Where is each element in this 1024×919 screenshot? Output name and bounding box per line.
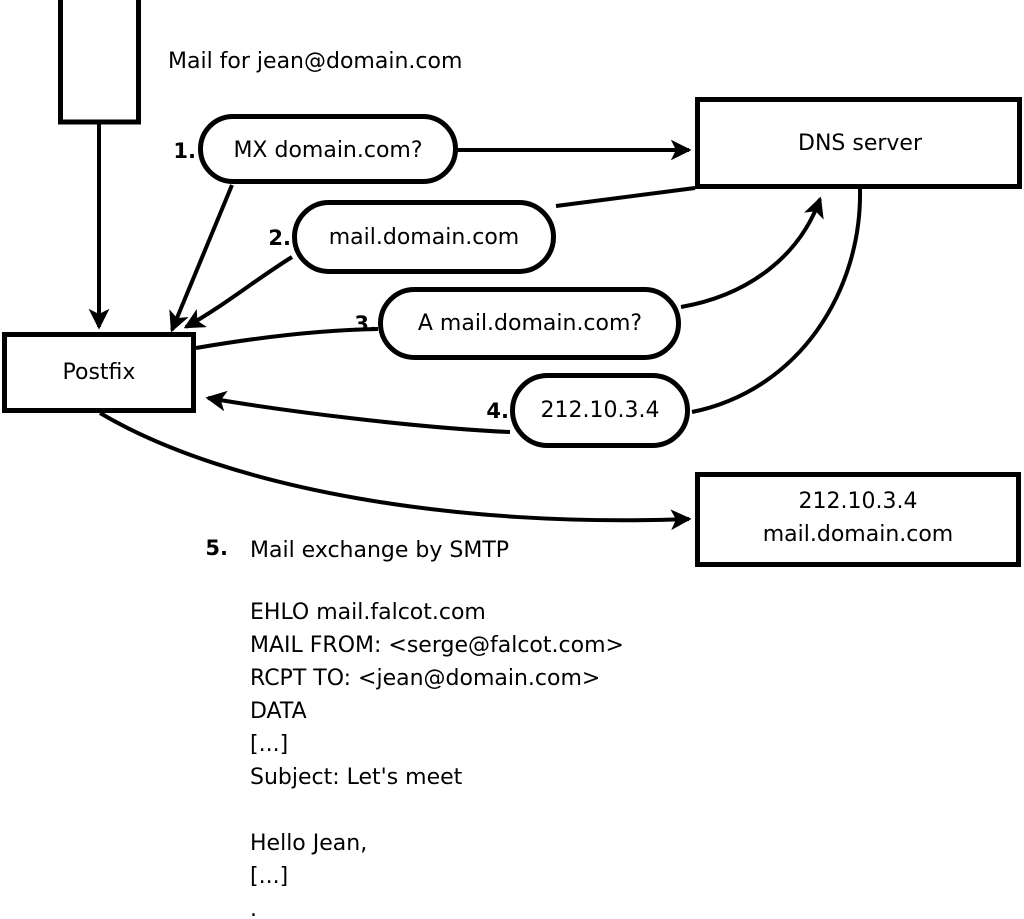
node-dns-server-box[interactable]	[695, 97, 1022, 189]
bubble-step-3[interactable]	[378, 287, 681, 360]
smtp-transcript-line: RCPT TO: <jean@domain.com>	[250, 666, 601, 691]
step-number-1: 1.	[173, 139, 196, 163]
edge-postfix-to-step3	[195, 327, 379, 350]
node-postfix-label: Postfix	[63, 360, 136, 385]
bubble-step-4-label: 212.10.3.4	[541, 398, 660, 423]
edge-dns-to-step4	[691, 188, 863, 414]
step-number-4: 4.	[486, 399, 509, 423]
smtp-transcript-line: EHLO mail.falcot.com	[250, 600, 486, 625]
smtp-transcript-line: [...]	[250, 864, 289, 889]
bubble-step-2[interactable]	[292, 200, 556, 274]
edge-postfix-to-mailhost	[98, 411, 692, 531]
node-mailhost-label-host: mail.domain.com	[763, 522, 954, 547]
smtp-transcript-line: MAIL FROM: <serge@falcot.com>	[250, 633, 624, 658]
step-number-2: 2.	[268, 226, 291, 250]
node-mailhost-box[interactable]	[695, 472, 1021, 567]
step-number-5: 5.	[205, 536, 228, 560]
edge-step4-to-postfix	[205, 390, 511, 434]
node-postfix-box[interactable]	[2, 332, 196, 413]
edge-step2-to-postfix	[183, 255, 294, 329]
caption-mail-for: Mail for jean@domain.com	[168, 49, 462, 74]
node-sender-box[interactable]	[58, 0, 141, 125]
smtp-transcript-line: Subject: Let's meet	[250, 765, 463, 790]
edge-step1-to-postfix	[169, 184, 234, 333]
bubble-step-4[interactable]	[510, 373, 690, 448]
smtp-transcript-line: Hello Jean,	[250, 831, 368, 856]
smtp-transcript-line: [...]	[250, 732, 289, 757]
node-mailhost-label-ip: 212.10.3.4	[799, 489, 918, 514]
edge-step3-to-dns	[680, 196, 824, 309]
node-dns-server-label: DNS server	[798, 131, 923, 156]
edge-dns-to-step2	[555, 186, 696, 208]
bubble-step-1-label: MX domain.com?	[233, 138, 422, 163]
smtp-transcript-line	[250, 794, 624, 827]
smtp-transcript-line: DATA	[250, 699, 307, 724]
bubble-step-3-label: A mail.domain.com?	[418, 311, 642, 336]
smtp-transcript-line: .	[250, 897, 257, 919]
bubble-step-2-label: mail.domain.com	[329, 225, 520, 250]
step5-label: Mail exchange by SMTP	[250, 538, 509, 563]
step-number-3: 3.	[354, 312, 377, 336]
bubble-step-1[interactable]	[198, 114, 458, 184]
